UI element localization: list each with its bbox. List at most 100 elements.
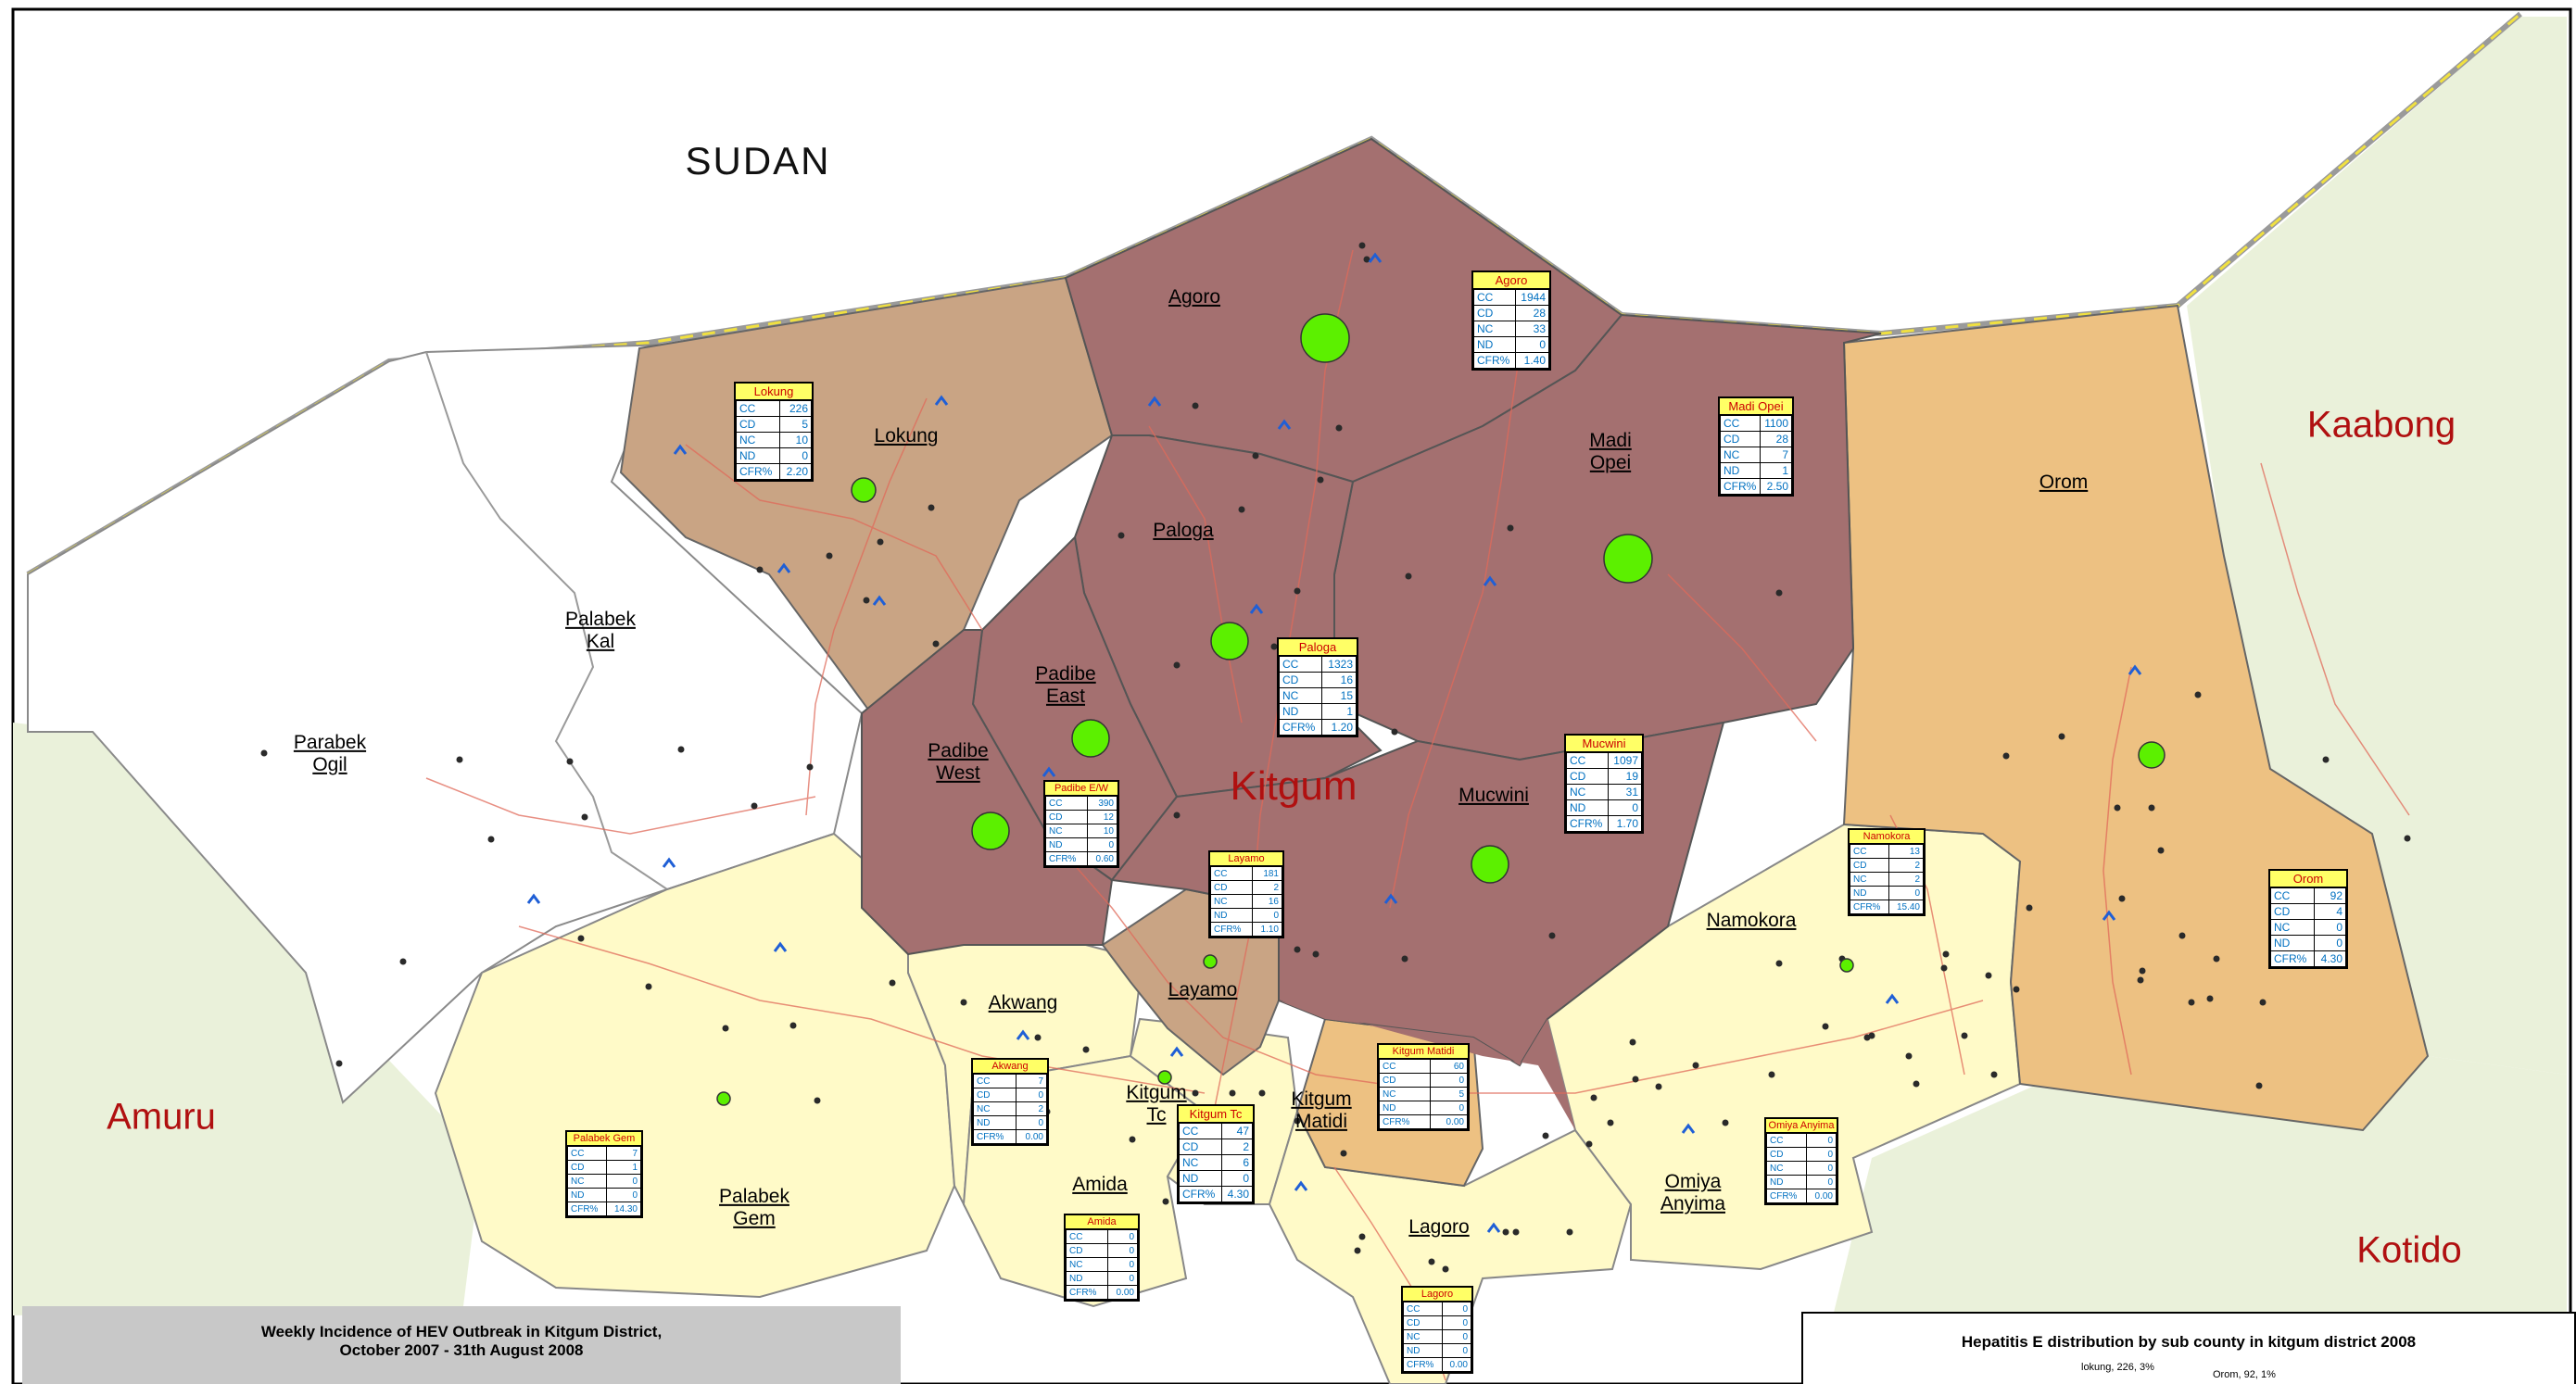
stat-value: 0 bbox=[1430, 1073, 1468, 1088]
stat-key: CC bbox=[1179, 1123, 1222, 1139]
stat-key: CC bbox=[735, 400, 781, 417]
stat-key: CFR% bbox=[566, 1202, 608, 1216]
stat-value: 0 bbox=[1806, 1133, 1837, 1148]
stat-row: CFR%0.00 bbox=[1765, 1189, 1837, 1203]
stat-row: CFR%4.30 bbox=[1179, 1186, 1253, 1202]
stat-value: 1.70 bbox=[1608, 815, 1642, 832]
stat-box-title: Orom bbox=[2270, 871, 2346, 887]
stat-value: 0 bbox=[1806, 1147, 1837, 1162]
case-circles bbox=[716, 313, 2166, 1106]
stat-value: 31 bbox=[1608, 784, 1642, 800]
stat-value: 2 bbox=[1015, 1101, 1048, 1116]
stat-key: ND bbox=[1402, 1343, 1444, 1358]
stat-key: NC bbox=[1719, 447, 1762, 463]
stat-value: 2 bbox=[1888, 872, 1924, 887]
stat-key: CD bbox=[1765, 1147, 1808, 1162]
stat-value: 7 bbox=[606, 1146, 641, 1161]
stat-key: NC bbox=[1066, 1257, 1108, 1272]
stat-key: CFR% bbox=[973, 1129, 1017, 1144]
stat-value: 0 bbox=[1442, 1315, 1471, 1330]
stat-value: 10 bbox=[779, 432, 812, 448]
stat-box-title: Madi Opei bbox=[1720, 398, 1792, 415]
stat-key: CD bbox=[1210, 880, 1253, 895]
stat-value: 13 bbox=[1888, 844, 1924, 859]
stat-key: ND bbox=[2269, 935, 2316, 951]
stat-value: 0 bbox=[1015, 1088, 1048, 1102]
stat-key: ND bbox=[735, 447, 781, 464]
stat-key: NC bbox=[1278, 687, 1323, 704]
subcounty-label-orom: Orom bbox=[2039, 471, 2089, 493]
region-amuru bbox=[13, 723, 482, 1315]
stat-key: CC bbox=[2269, 887, 2316, 904]
stat-value: 0 bbox=[1442, 1329, 1471, 1344]
stat-key: ND bbox=[1565, 799, 1610, 816]
stat-value: 0 bbox=[1608, 799, 1642, 816]
stat-box-title: Mucwini bbox=[1566, 736, 1642, 752]
stat-key: NC bbox=[1179, 1154, 1222, 1171]
stat-key: CC bbox=[1210, 866, 1253, 881]
stat-value: 0 bbox=[1515, 336, 1549, 353]
settlement-dots bbox=[260, 242, 2411, 1273]
stat-value: 226 bbox=[779, 400, 812, 417]
stat-key: CFR% bbox=[1045, 851, 1088, 866]
stat-value: 0 bbox=[1442, 1343, 1471, 1358]
stat-row: CFR%1.40 bbox=[1472, 352, 1549, 369]
stat-key: NC bbox=[1565, 784, 1610, 800]
stat-row: CFR%0.00 bbox=[1378, 1114, 1468, 1129]
stat-key: CC bbox=[1045, 796, 1088, 811]
subcounty-label-amida: Amida bbox=[1072, 1173, 1128, 1195]
stat-value: 33 bbox=[1515, 321, 1549, 337]
region-kotido bbox=[1816, 1056, 2567, 1384]
stat-value: 10 bbox=[1086, 824, 1118, 838]
pie-chart-title: Hepatitis E distribution by sub county i… bbox=[1961, 1333, 2417, 1351]
stat-row: CFR%1.20 bbox=[1278, 719, 1357, 736]
stat-value: 0 bbox=[1086, 837, 1118, 852]
stat-row: CFR%0.00 bbox=[1066, 1285, 1139, 1300]
stat-key: ND bbox=[1210, 908, 1253, 923]
stat-key: CC bbox=[1849, 844, 1890, 859]
stat-value: 0 bbox=[1806, 1175, 1837, 1189]
stat-key: CD bbox=[1402, 1315, 1444, 1330]
stat-key: CD bbox=[566, 1160, 608, 1175]
stat-value: 5 bbox=[1430, 1087, 1468, 1101]
stat-key: CC bbox=[1565, 752, 1610, 769]
stat-value: 1.20 bbox=[1321, 719, 1357, 736]
stat-key: NC bbox=[1472, 321, 1517, 337]
stat-key: CC bbox=[566, 1146, 608, 1161]
stat-key: NC bbox=[735, 432, 781, 448]
stat-value: 47 bbox=[1221, 1123, 1253, 1139]
stat-value: 6 bbox=[1221, 1154, 1253, 1171]
